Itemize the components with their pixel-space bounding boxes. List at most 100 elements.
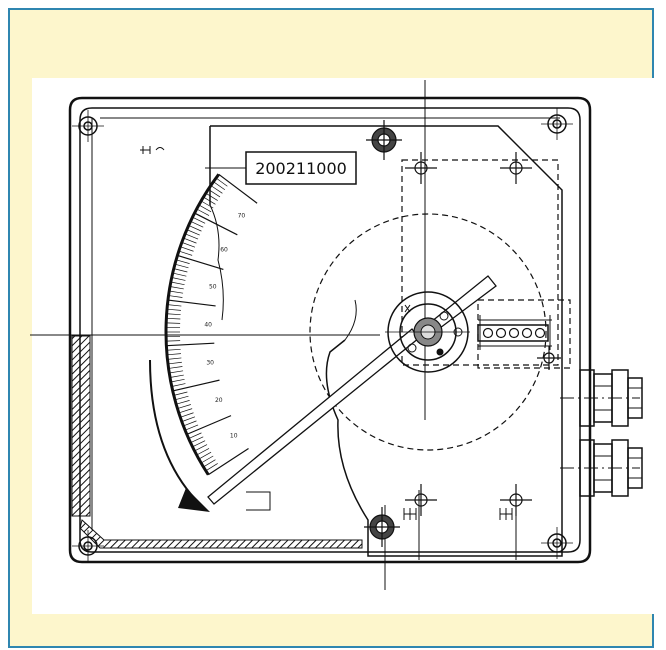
dial-minor-tick xyxy=(210,185,223,194)
dial-major-tick xyxy=(166,342,215,347)
serial-number-label: 200211000 xyxy=(140,146,357,185)
dashed-outlines xyxy=(309,159,571,451)
hatched-wall xyxy=(71,335,363,549)
dial-minor-tick xyxy=(184,233,199,240)
dial-minor-tick xyxy=(167,361,182,365)
screw-upper-left xyxy=(405,152,437,184)
dial-scale-label: 10 xyxy=(230,432,238,439)
dial-minor-tick xyxy=(186,229,200,236)
dial-minor-tick xyxy=(190,436,204,444)
dial-minor-tick xyxy=(167,357,182,360)
dial-scale-label: 20 xyxy=(215,397,223,404)
mounting-hole-bottom-right xyxy=(541,527,573,559)
bracket-details xyxy=(246,491,513,520)
dial-minor-tick xyxy=(173,268,188,273)
mounting-hole-top-left xyxy=(72,110,104,142)
dial-arc xyxy=(164,173,220,476)
dial-minor-tick xyxy=(171,383,186,387)
pointer-needle xyxy=(207,275,497,505)
dashed-rotor-circle xyxy=(309,213,547,451)
dial-minor-tick xyxy=(208,189,221,198)
dial-minor-tick xyxy=(168,366,183,369)
dial-minor-tick xyxy=(167,304,182,307)
dial-minor-tick xyxy=(213,181,226,191)
dial-major-tick xyxy=(177,254,224,271)
dial-minor-tick xyxy=(169,286,184,290)
dial-minor-tick xyxy=(196,208,210,216)
dial-minor-tick xyxy=(205,463,218,472)
cable-glands xyxy=(579,369,643,497)
dial-minor-tick xyxy=(181,242,196,248)
terminal-block xyxy=(477,315,552,350)
dial-major-tick xyxy=(218,173,258,204)
dial-minor-tick xyxy=(188,432,202,439)
dial-scale-label: 50 xyxy=(209,283,217,290)
dial-minor-tick xyxy=(178,408,193,414)
dial-minor-tick xyxy=(180,412,194,418)
housing-inner-wall xyxy=(79,107,581,553)
cable-gland-lower xyxy=(579,439,643,497)
dial-minor-tick xyxy=(169,370,184,374)
dial-minor-tick xyxy=(192,440,206,448)
dial-minor-tick xyxy=(196,448,210,456)
mounting-hole-bottom-left xyxy=(72,530,104,562)
dial-minor-tick xyxy=(169,290,184,294)
mounting-plate xyxy=(209,125,563,557)
dial-minor-tick xyxy=(178,250,193,256)
dial-minor-tick xyxy=(174,263,189,269)
dial-minor-tick xyxy=(181,416,196,422)
dial-major-tick xyxy=(167,299,216,307)
dial-minor-tick xyxy=(190,220,204,228)
dial-minor-tick xyxy=(166,317,181,320)
dial-minor-tick xyxy=(169,374,184,378)
housing-outer-wall xyxy=(68,96,592,564)
dial-major-tick xyxy=(186,415,232,435)
dial-minor-tick xyxy=(198,451,212,460)
dial-minor-tick xyxy=(205,192,218,201)
screw-bottom xyxy=(364,507,400,547)
housing xyxy=(68,96,592,564)
dial-minor-tick xyxy=(183,237,197,244)
dial-minor-tick xyxy=(203,196,216,205)
mounting-holes xyxy=(72,108,573,562)
dial-minor-tick xyxy=(172,272,187,277)
dial-minor-tick xyxy=(200,455,214,464)
dial-major-tick xyxy=(207,448,249,476)
screw-upper-right xyxy=(500,152,532,184)
dial-minor-tick xyxy=(166,348,181,351)
dial-major-tick xyxy=(172,379,220,392)
dial-minor-tick xyxy=(176,259,190,264)
dial-minor-tick xyxy=(168,295,183,298)
central-hub xyxy=(385,291,470,373)
dial-scale: 70 60 50 40 30 20 10 xyxy=(164,173,258,476)
dial-minor-tick xyxy=(176,400,190,405)
dial-minor-tick xyxy=(194,444,208,452)
dial-minor-tick xyxy=(166,353,181,356)
cable-gland-upper xyxy=(579,369,643,427)
dial-minor-tick xyxy=(170,378,185,383)
screw-lower-left xyxy=(405,484,437,516)
screw-top xyxy=(366,120,402,160)
dial-minor-tick xyxy=(166,308,181,311)
screw-lower-right xyxy=(500,484,532,516)
dial-major-tick xyxy=(194,212,238,236)
dial-minor-tick xyxy=(170,281,185,286)
dial-scale-label: 30 xyxy=(206,360,214,367)
dial-scale-label: 40 xyxy=(204,321,212,328)
plate-screws xyxy=(364,120,561,547)
dial-minor-tick xyxy=(198,204,212,213)
dial-minor-tick xyxy=(177,404,191,409)
dial-minor-tick xyxy=(188,225,202,232)
dial-minor-tick xyxy=(180,246,194,252)
dial-minor-tick xyxy=(183,420,197,427)
dial-minor-tick xyxy=(215,177,228,187)
dial-scale-label: 60 xyxy=(220,247,228,254)
dial-minor-tick xyxy=(200,200,214,209)
dial-minor-tick xyxy=(203,459,216,468)
dial-minor-tick xyxy=(192,216,206,224)
mounting-hole-top-right xyxy=(541,108,573,140)
screw-right-mid xyxy=(537,346,561,370)
serial-number-text: 200211000 xyxy=(255,159,347,178)
dial-scale-label: 70 xyxy=(238,212,246,219)
